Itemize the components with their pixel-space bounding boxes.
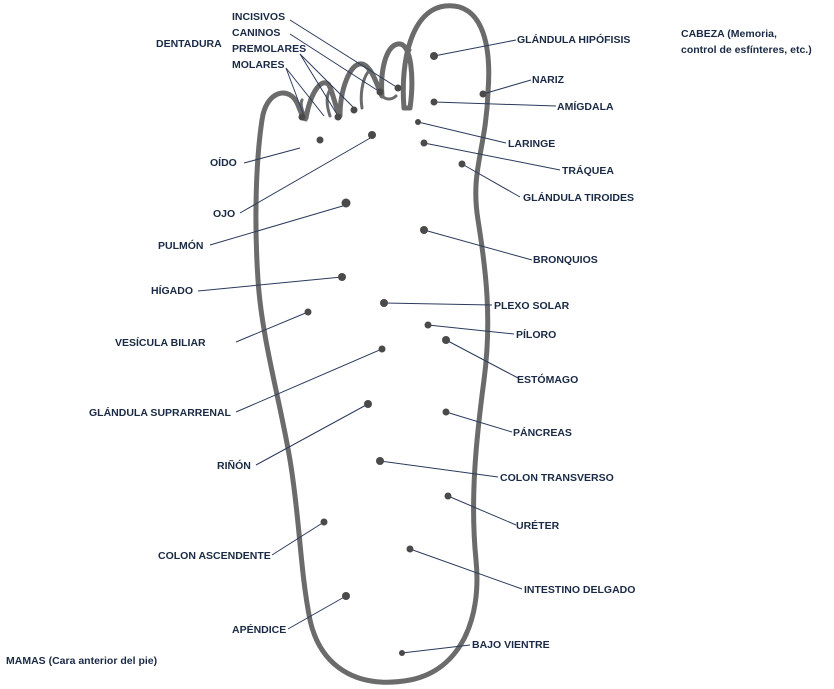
- point-caninos: [376, 88, 384, 96]
- label-higado: HÍGADO: [151, 285, 193, 297]
- label-apendice: APÉNDICE: [232, 624, 287, 636]
- point-amigdala: [430, 98, 438, 106]
- label-glandula-suprarrenal: GLÁNDULA SUPRARRENAL: [89, 407, 231, 419]
- leader-hipofisis: [433, 39, 517, 57]
- leader-molares-a: [285, 67, 325, 117]
- point-molares: [298, 113, 306, 121]
- leader-ureter: [447, 495, 517, 526]
- label-caninos: CANINOS: [232, 27, 281, 39]
- label-premolares: PREMOLARES: [232, 43, 307, 55]
- leader-ojo: [239, 136, 373, 214]
- leader-oido: [243, 147, 301, 164]
- leader-pancreas: [445, 411, 513, 433]
- note-head: CABEZA (Memoria, control de esfínteres, …: [681, 28, 812, 56]
- label-molares: MOLARES: [232, 59, 285, 71]
- point-oido: [316, 136, 324, 144]
- point-incisivos: [394, 84, 402, 92]
- label-intestino-delgado: INTESTINO DELGADO: [524, 584, 636, 596]
- leader-estomago: [445, 339, 519, 379]
- point-premolares-2: [334, 113, 342, 121]
- leader-tiroides: [461, 163, 521, 198]
- leader-bronquios: [423, 229, 533, 261]
- leader-laringe: [417, 121, 507, 144]
- point-pancreas: [442, 408, 450, 416]
- label-pulmon: PULMÓN: [158, 240, 204, 252]
- leader-bajo-vientre: [401, 644, 471, 654]
- label-laringe: LARINGE: [508, 138, 556, 150]
- point-ojo: [368, 131, 376, 139]
- point-suprarrenal: [378, 345, 386, 353]
- point-plexo: [380, 299, 388, 307]
- toe-line-4: [325, 88, 332, 118]
- point-tiroides: [458, 160, 466, 168]
- label-oido: OÍDO: [210, 157, 237, 169]
- leader-incisivos: [289, 19, 399, 89]
- point-premolares-1: [350, 106, 358, 114]
- leader-molares-b: [285, 67, 305, 117]
- point-nariz: [479, 90, 487, 98]
- label-dentadura: DENTADURA: [156, 38, 222, 50]
- leader-premolares-b: [299, 53, 339, 117]
- leader-traquea: [423, 142, 561, 171]
- label-pancreas: PÁNCREAS: [513, 427, 572, 439]
- label-traquea: TRÁQUEA: [562, 165, 614, 177]
- point-apendice: [342, 592, 350, 600]
- leader-premolares-a: [299, 53, 355, 109]
- note-breast: MAMAS (Cara anterior del pie): [6, 655, 158, 667]
- label-glandula-tiroides: GLÁNDULA TIROIDES: [523, 192, 635, 204]
- label-nariz: NARIZ: [532, 74, 565, 86]
- label-plexo-solar: PLEXO SOLAR: [494, 300, 570, 312]
- point-piloro: [424, 321, 432, 329]
- point-rinon: [364, 400, 372, 408]
- leader-colon-ascendente: [271, 521, 325, 556]
- leader-vesicula: [235, 311, 309, 343]
- leader-pulmon: [209, 204, 347, 246]
- toe-line-2: [380, 94, 398, 101]
- point-hipofisis: [430, 52, 438, 60]
- point-laringe: [415, 119, 421, 125]
- leader-nariz: [482, 79, 532, 95]
- toe-line-3: [359, 70, 370, 110]
- label-vesicula-biliar: VESÍCULA BILIAR: [115, 337, 206, 349]
- leader-amigdala: [433, 101, 557, 107]
- label-bajo-vientre: BAJO VIENTRE: [472, 639, 550, 651]
- point-ureter: [444, 492, 452, 500]
- foot-outline: [253, 3, 492, 685]
- point-pulmon: [341, 198, 351, 208]
- point-intestino: [406, 545, 414, 553]
- leader-colon-transverso: [379, 460, 499, 478]
- point-traquea: [420, 139, 428, 147]
- label-rinon: RIÑÓN: [217, 460, 251, 472]
- leader-rinon: [255, 403, 369, 466]
- point-vesicula: [304, 308, 312, 316]
- point-estomago: [442, 336, 450, 344]
- point-bajo-vientre: [399, 650, 405, 656]
- leader-caninos: [289, 33, 381, 93]
- point-bronquios: [420, 226, 428, 234]
- leader-piloro: [427, 324, 515, 335]
- label-amigdala: AMÍGDALA: [557, 101, 614, 113]
- point-higado: [338, 273, 346, 281]
- label-bronquios: BRONQUIOS: [533, 254, 598, 266]
- label-incisivos: INCISIVOS: [232, 11, 286, 23]
- label-ojo: OJO: [213, 208, 236, 220]
- toe-line-1: [401, 48, 412, 110]
- leader-intestino: [409, 548, 523, 590]
- label-glandula-hipofisis: GLÁNDULA HIPÓFISIS: [517, 34, 631, 46]
- leader-apendice: [287, 595, 347, 630]
- leader-suprarrenal: [235, 348, 383, 413]
- point-colon-transverso: [376, 457, 384, 465]
- label-colon-ascendente: COLON ASCENDENTE: [158, 550, 271, 562]
- label-estomago: ESTÓMAGO: [517, 374, 579, 386]
- label-piloro: PÍLORO: [516, 329, 557, 341]
- point-colon-ascendente: [320, 518, 328, 526]
- label-ureter: URÉTER: [516, 520, 560, 532]
- label-colon-transverso: COLON TRANSVERSO: [500, 472, 614, 484]
- leader-higado: [197, 276, 343, 292]
- leader-plexo: [383, 302, 493, 306]
